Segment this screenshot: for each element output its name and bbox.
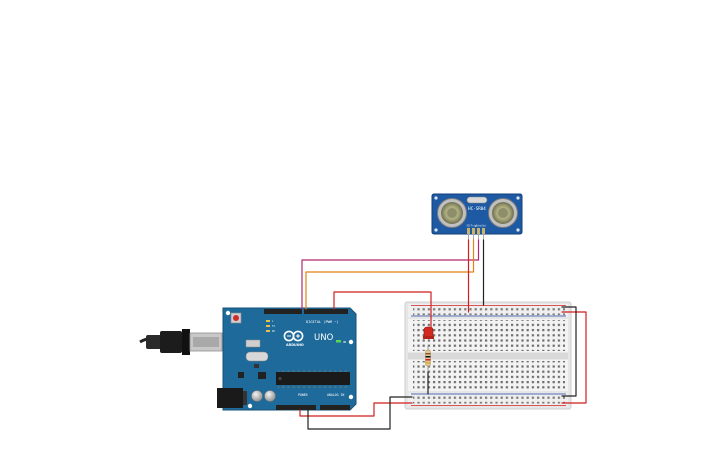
sensor-pin-gnd-label: Gnd [482, 225, 487, 228]
wire-trig[interactable] [301, 239, 480, 310]
arduino-model-label: UNO [314, 333, 334, 343]
sensor-pin-vcc-label: VCC [467, 225, 472, 228]
reset-button[interactable] [230, 312, 242, 324]
wire-led[interactable] [333, 291, 432, 329]
tx-led-label: TX [272, 325, 275, 328]
wire-5v[interactable] [299, 402, 413, 417]
power-header-label: POWER [298, 393, 308, 397]
red-led[interactable] [423, 326, 434, 339]
usb-cable[interactable] [139, 329, 223, 355]
wire-echo[interactable] [305, 239, 475, 310]
digital-header[interactable] [264, 309, 348, 314]
wire-rail-ground[interactable] [561, 306, 577, 397]
wires [299, 239, 587, 430]
arduino-brand-label: ARDUINO [286, 343, 304, 347]
atmega-chip [276, 369, 350, 388]
transducer-right [488, 198, 518, 228]
wire-rail-power[interactable] [561, 311, 587, 404]
sensor-model-label: HC-SR04 [468, 206, 486, 211]
ultrasonic-sensor[interactable]: HC-SR04 VCC Trig Echo Gnd [431, 193, 523, 240]
rx-led-label: RX [272, 330, 275, 333]
digital-header-label: DIGITAL (PWM ~) [306, 320, 338, 324]
power-header[interactable] [276, 405, 316, 410]
wire-arduino-gnd[interactable] [307, 396, 413, 430]
power-jack[interactable] [217, 388, 247, 408]
analog-header-label: ANALOG IN [327, 393, 344, 397]
l-led-label: L [272, 320, 274, 323]
on-led-label: ON [343, 340, 347, 344]
breadboard[interactable] [404, 301, 572, 410]
arduino-uno-board[interactable]: DIGITAL (PWM ~) L TX RX UNO ARDUINO ON [217, 307, 357, 411]
resistor[interactable] [425, 346, 431, 372]
sensor-pin-trig-label: Trig [471, 225, 477, 228]
analog-header[interactable] [320, 405, 350, 410]
transducer-left [437, 198, 467, 228]
sensor-pin-echo-label: Echo [476, 225, 482, 228]
arduino-logo [283, 330, 304, 342]
